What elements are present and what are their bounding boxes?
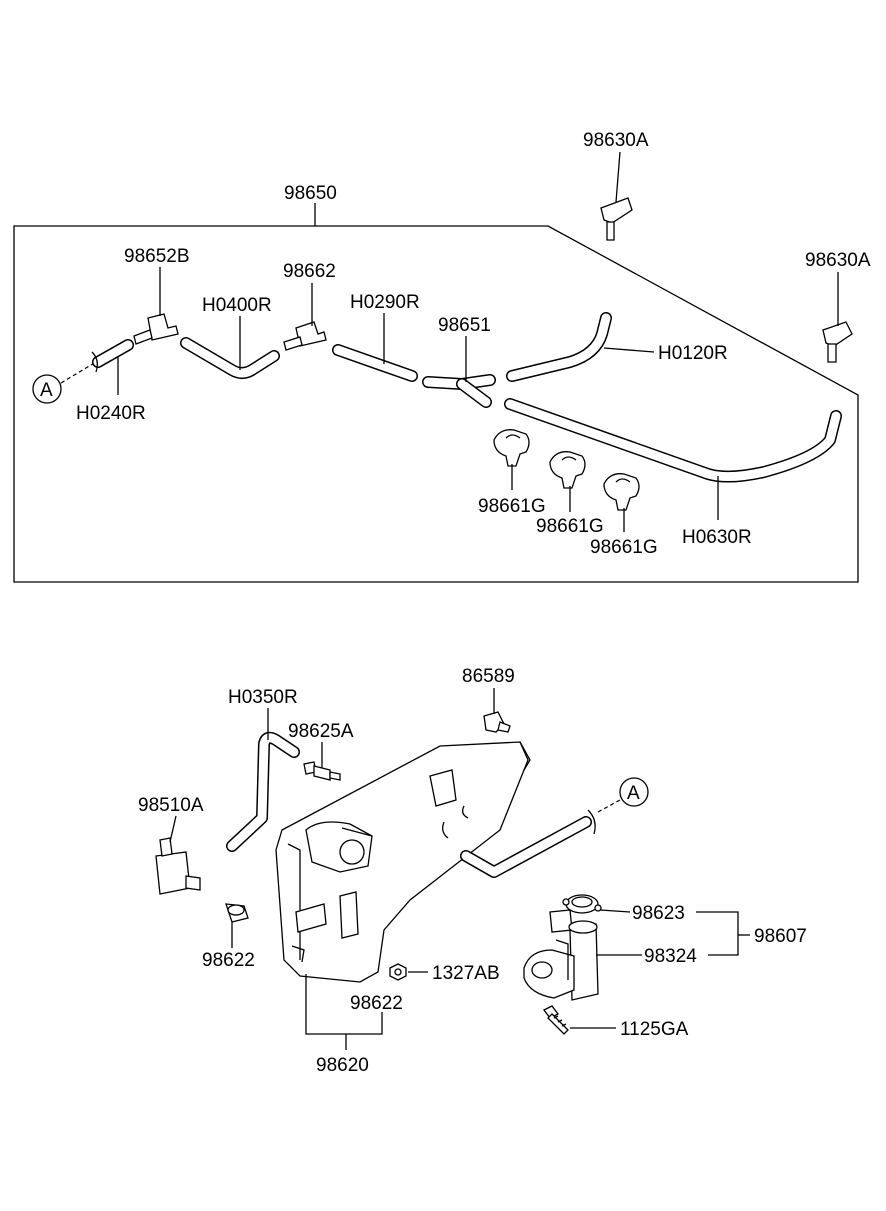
label-98620: 98620 [316,1055,369,1076]
label-h0290r: H0290R [350,292,420,313]
ref-dash-a-top [60,361,97,384]
clip-98661g-2 [549,451,586,489]
label-h0240r: H0240R [76,403,146,424]
label-1125ga: 1125GA [620,1019,689,1040]
clip-98661g-3 [603,473,640,511]
ref-circle-a-top [32,374,62,404]
bracket-98620 [305,974,383,1035]
nozzle-98630a-1 [600,197,633,241]
nozzle-98630a-2 [822,321,853,363]
leader-98630a-1 [615,151,621,203]
label-1327ab: 1327AB [432,963,500,984]
filler-neck-98324 [523,909,599,1001]
label-98510a: 98510A [138,795,204,816]
nut-1327ab [389,963,407,981]
label-98630a-2: 98630A [805,250,871,271]
label-98662: 98662 [283,261,336,282]
leader-98510a [169,815,177,843]
label-98652b: 98652B [124,246,190,267]
cut-mark-ref-a [587,809,596,835]
ref-circle-a-bottom [619,777,649,807]
cut-mark-h0240r [91,351,98,373]
label-98623: 98623 [632,903,685,924]
leader-h0120r [603,347,655,353]
label-h0120r: H0120R [658,343,728,364]
label-98607: 98607 [754,926,807,947]
connector-98662 [283,321,327,351]
label-98650: 98650 [284,183,337,204]
label-h0630r: H0630R [682,527,752,548]
assembly-frame-98650 [13,225,859,583]
reservoir-tank-98620 [275,741,531,983]
label-98661g-1: 98661G [478,496,546,517]
ref-letter-a-bottom: A [627,783,640,804]
valve-98625a [303,761,341,781]
cap-98623 [562,894,602,914]
connector-98652b [133,313,179,345]
y-connector-98651 [422,374,496,408]
label-98661g-3: 98661G [590,537,658,558]
label-98651: 98651 [438,315,491,336]
label-86589: 86589 [462,666,515,687]
label-98324: 98324 [644,946,697,967]
bracket-98607 [696,911,739,956]
label-98622-2: 98622 [350,993,403,1014]
ref-dash-a-bottom [597,799,621,813]
label-98630a-1: 98630A [583,130,649,151]
label-h0350r: H0350R [228,687,298,708]
ref-letter-a-top: A [40,380,53,401]
grommet-98622-1 [225,903,249,923]
label-98622-1: 98622 [202,950,255,971]
sensor-86589 [483,711,511,733]
pump-98510a [155,837,201,895]
label-98661g-2: 98661G [536,516,604,537]
label-h0400r: H0400R [202,295,272,316]
leader-98623 [599,909,631,913]
bolt-1125ga [543,1005,569,1035]
clip-98661g-1 [493,429,530,467]
label-98625a: 98625A [288,721,354,742]
